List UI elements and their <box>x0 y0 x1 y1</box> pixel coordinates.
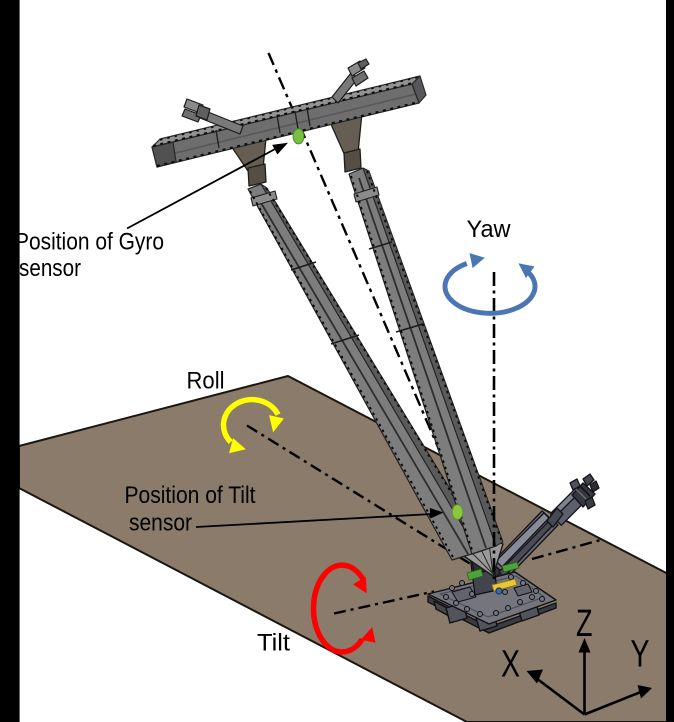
svg-text:Roll: Roll <box>187 368 225 395</box>
svg-text:sensor: sensor <box>129 510 192 537</box>
svg-text:Position of Gyro: Position of Gyro <box>15 229 164 256</box>
svg-text:X: X <box>501 644 520 686</box>
svg-text:sensor: sensor <box>19 255 81 282</box>
svg-text:Z: Z <box>576 603 593 645</box>
svg-text:Y: Y <box>631 634 650 676</box>
svg-text:Yaw: Yaw <box>467 216 512 243</box>
svg-text:Tilt: Tilt <box>257 630 290 657</box>
svg-text:Position of Tilt: Position of Tilt <box>125 482 256 509</box>
